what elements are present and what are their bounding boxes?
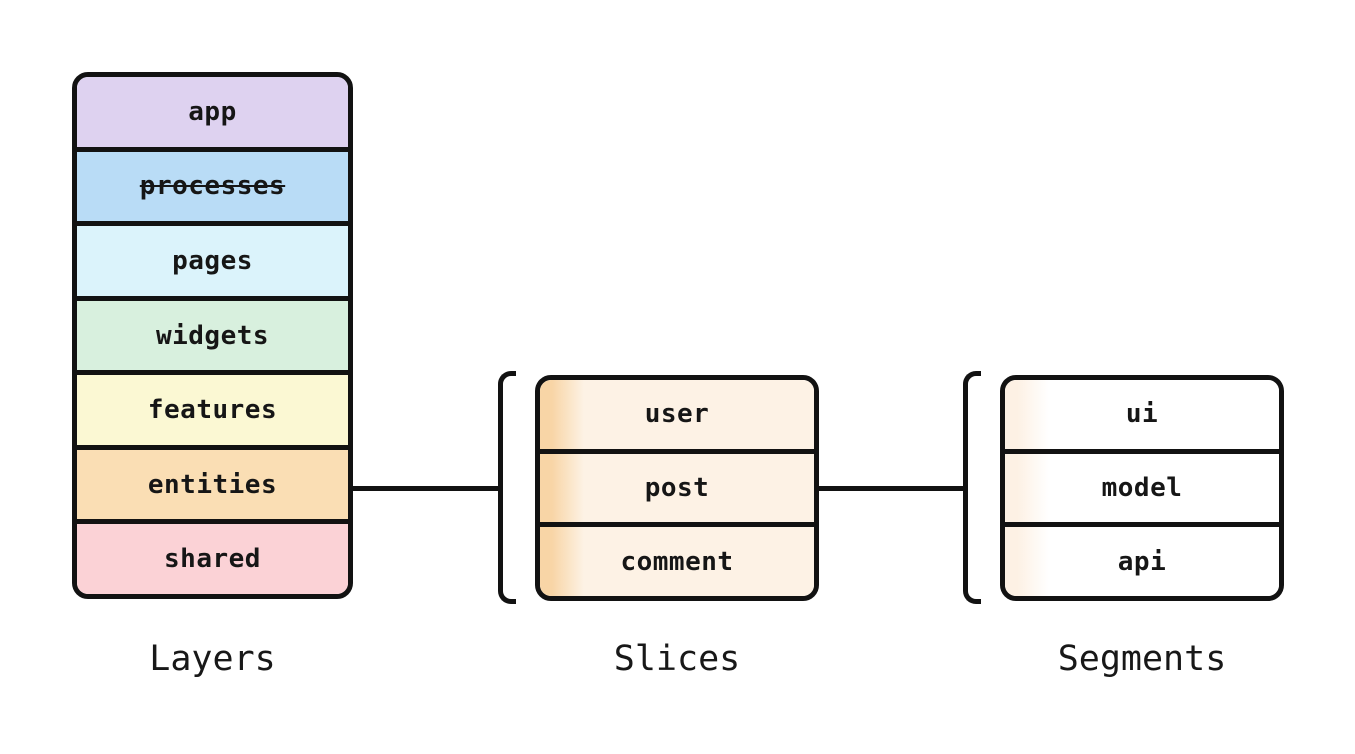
slice-row-post: post [540, 448, 814, 523]
layer-row-entities: entities [77, 444, 348, 520]
layer-row-widgets: widgets [77, 295, 348, 371]
segments-title: Segments [1057, 639, 1227, 679]
layer-row-processes: processes [77, 146, 348, 222]
slices-bracket [498, 371, 516, 604]
connector-layers-to-slices [351, 486, 500, 491]
layer-row-app: app [77, 77, 348, 147]
segments-bracket [963, 371, 981, 604]
layer-label-widgets: widgets [155, 320, 270, 351]
layer-label-features: features [147, 395, 278, 426]
segment-row-api: api [1005, 522, 1279, 596]
segment-row-model: model [1005, 448, 1279, 523]
slice-label-user: user [644, 399, 710, 430]
slices-stack: user post comment [535, 375, 819, 601]
layer-label-shared: shared [164, 544, 261, 575]
segments-stack: ui model api [1000, 375, 1284, 601]
slice-row-comment: comment [540, 522, 814, 596]
segment-row-ui: ui [1005, 380, 1279, 449]
slice-label-comment: comment [620, 546, 734, 577]
layer-row-pages: pages [77, 221, 348, 296]
layer-row-features: features [77, 370, 348, 445]
layer-label-pages: pages [172, 245, 253, 276]
segment-label-api: api [1117, 546, 1167, 577]
segment-label-ui: ui [1125, 399, 1159, 430]
layers-title: Layers [149, 639, 276, 679]
slices-title: Slices [613, 639, 741, 679]
layer-label-entities: entities [147, 469, 278, 500]
layer-label-processes: processes [139, 171, 286, 202]
layer-row-shared: shared [77, 519, 348, 594]
slice-label-post: post [644, 473, 710, 503]
segment-label-model: model [1101, 473, 1183, 503]
layers-stack: app processes pages widgets features ent… [72, 72, 353, 599]
connector-slices-to-segments [817, 486, 965, 491]
slice-row-user: user [540, 380, 814, 449]
layer-label-app: app [188, 96, 237, 127]
